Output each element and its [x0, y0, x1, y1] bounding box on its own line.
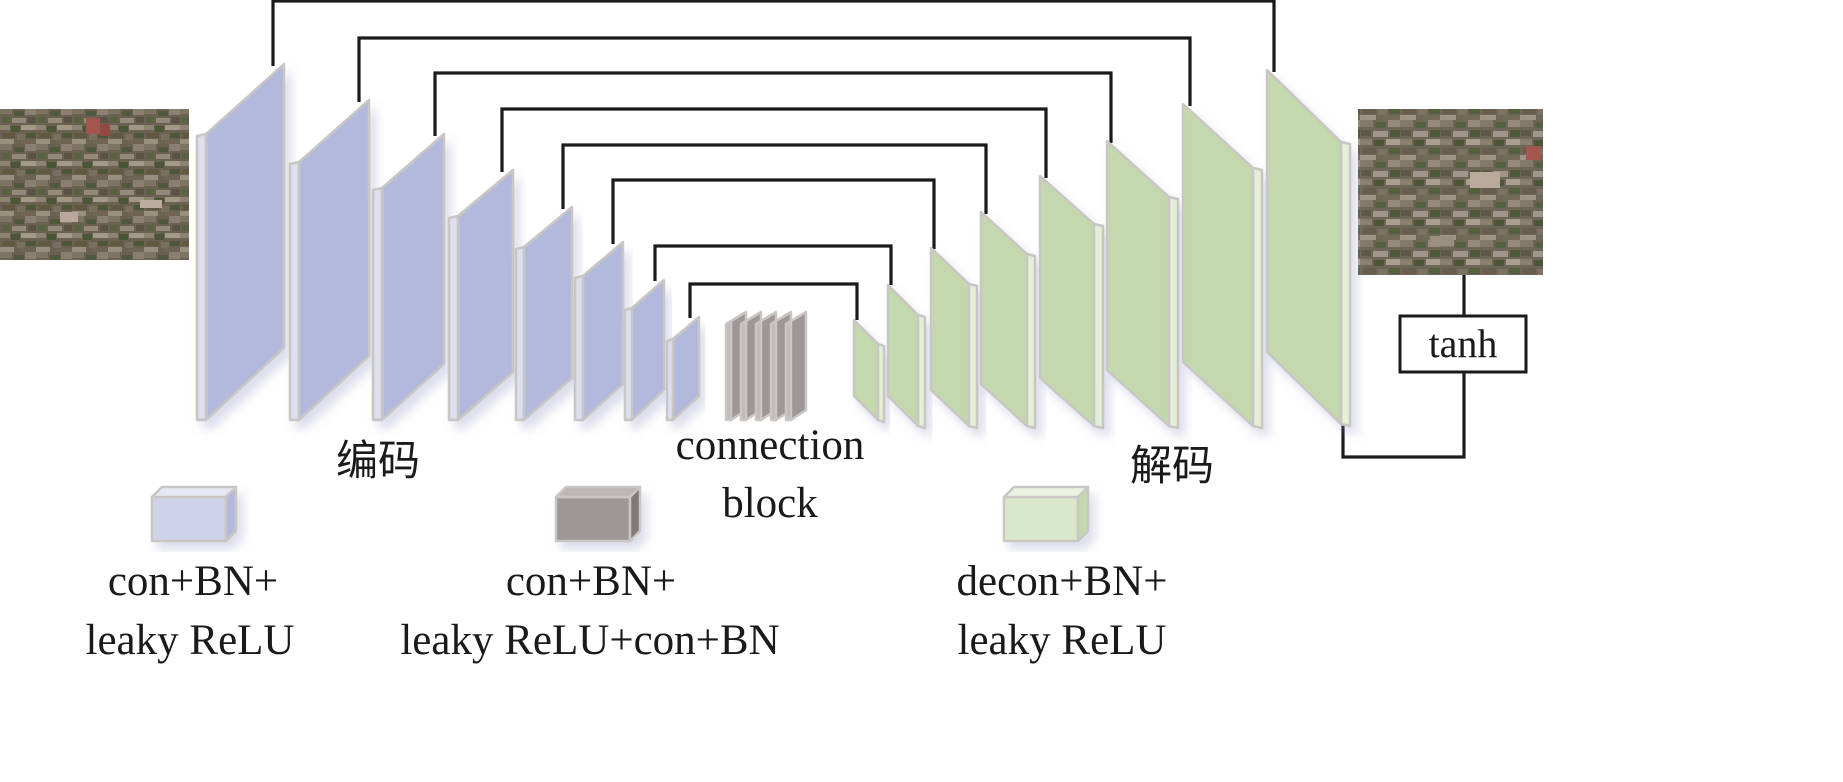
legend-encoder-text-line-1: con+BN+ [108, 558, 278, 605]
decoder-block-4 [979, 210, 1037, 430]
encoder-block-4-side [447, 214, 460, 422]
skip-connection-4 [500, 107, 1048, 178]
decoder-block-3-side [967, 282, 979, 430]
connection-blocks [724, 310, 808, 422]
decoder-block-5-side [1092, 222, 1105, 430]
skip-connection-1 [271, 0, 1276, 72]
decoder-block-6-face [1105, 139, 1171, 428]
legend-encoder-text-line-2: leaky ReLU [86, 617, 295, 664]
encoder-block-1-side [195, 132, 208, 422]
output-path: tanh [1341, 275, 1528, 459]
legend-decoder-text-line-1: decon+BN+ [957, 558, 1168, 605]
encoder-blocks [195, 62, 701, 422]
legend-decoder-box [1002, 485, 1090, 543]
legend-encoder-box [150, 485, 238, 543]
decoder-block-5 [1038, 174, 1105, 430]
decoder-block-5-face [1038, 174, 1096, 428]
encoder-block-4 [447, 168, 515, 422]
decoder-block-1-face [852, 318, 880, 422]
decoder-block-2-face [886, 283, 920, 428]
skip-connection-8 [688, 282, 859, 320]
encoder-block-8-face [671, 315, 701, 422]
encoder-block-5-face [522, 205, 574, 422]
output-image [1358, 109, 1543, 275]
connection-block-label-line-2: block [722, 480, 818, 527]
decoder-label: 解码 [1130, 444, 1214, 490]
skip-connection-7 [653, 244, 893, 285]
tanh-label: tanh [1429, 321, 1498, 366]
encoder-block-7 [623, 278, 666, 422]
encoder-label: 编码 [336, 439, 420, 485]
decoder-block-8 [1265, 68, 1352, 428]
decoder-block-2-side [916, 313, 927, 430]
input-image [0, 109, 189, 260]
legend-connection-text-line-2: leaky ReLU+con+BN [400, 617, 779, 664]
encoder-block-4-face [456, 168, 515, 422]
encoder-block-3 [371, 132, 446, 422]
encoder-block-2 [288, 98, 371, 422]
encoder-block-7-face [630, 278, 666, 422]
decoder-block-8-side [1339, 140, 1352, 428]
encoder-block-3-face [380, 132, 446, 422]
encoder-block-2-face [297, 98, 371, 422]
decoder-block-3 [929, 246, 979, 430]
decoder-block-6 [1105, 139, 1180, 430]
decoder-block-1-side [876, 342, 886, 424]
decoder-block-8-face [1265, 68, 1343, 426]
encoder-block-1 [195, 62, 286, 422]
encoder-block-2-side [288, 160, 301, 422]
skip-connection-3 [433, 71, 1113, 143]
legend-connection-box [554, 485, 642, 543]
legend: con+BN+ leaky ReLU con+BN+ leaky ReLU+co… [86, 485, 1168, 664]
skip-connection-6 [611, 178, 936, 249]
skip-connections [271, 0, 1276, 320]
legend-decoder-text-line-2: leaky ReLU [958, 617, 1167, 664]
decoder-block-4-side [1025, 252, 1037, 430]
tanh-box [1398, 314, 1528, 374]
decoder-block-7-side [1251, 166, 1264, 430]
decoder-blocks [852, 68, 1352, 430]
encoder-block-8 [665, 315, 701, 422]
decoder-block-7-face [1181, 102, 1255, 428]
encoder-block-6-face [581, 240, 625, 422]
decoder-block-7 [1181, 102, 1264, 430]
encoder-block-3-side [371, 186, 384, 422]
skip-connection-2 [357, 36, 1192, 106]
decoder-block-2 [886, 283, 927, 430]
connection-block-label-line-1: connection [676, 422, 865, 469]
legend-connection-text-line-1: con+BN+ [506, 558, 676, 605]
decoder-block-1 [852, 318, 886, 424]
decoder-block-3-face [929, 246, 971, 428]
encoder-block-5 [514, 205, 574, 422]
decoder-block-6-side [1167, 195, 1180, 430]
connection-slab-5 [784, 310, 808, 422]
encoder-block-1-face [204, 62, 286, 422]
decoder-block-4-face [979, 210, 1029, 428]
encoder-block-6 [573, 240, 625, 422]
skip-connection-5 [561, 143, 988, 214]
